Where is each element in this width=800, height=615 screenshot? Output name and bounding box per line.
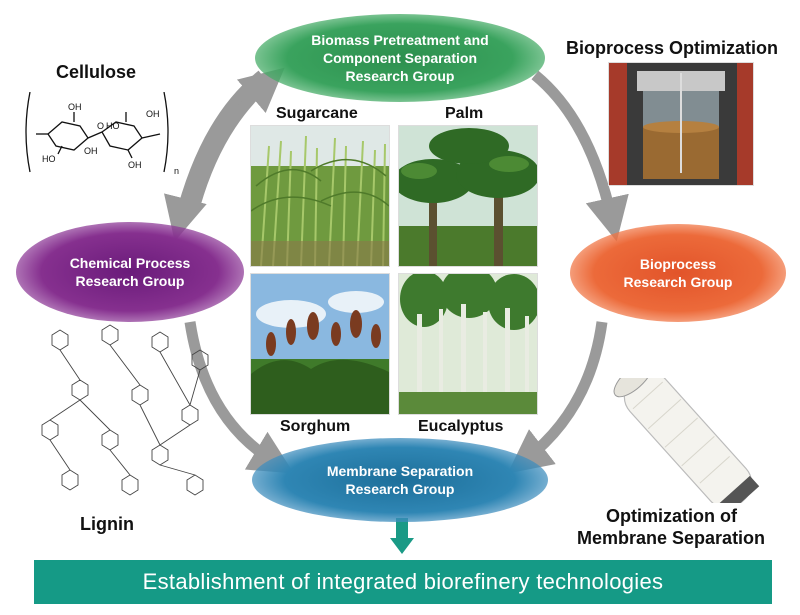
sugarcane-label: Sugarcane	[276, 105, 358, 122]
sorghum-photo	[250, 273, 390, 415]
membrane-group-line2: Research Group	[345, 481, 455, 497]
biomass-group-line1: Biomass Pretreatment and	[311, 32, 489, 48]
biomass-research-group: Biomass Pretreatment and Component Separ…	[255, 14, 545, 102]
palm-photo	[398, 125, 538, 267]
cellulose-title: Cellulose	[56, 62, 137, 82]
cellulose-oh-3: OH	[128, 160, 142, 170]
membrane-separation-research-group: Membrane Separation Research Group	[252, 438, 548, 522]
membrane-group-line1: Membrane Separation	[326, 463, 474, 479]
arrow-chemical-to-biomass	[189, 67, 285, 207]
cellulose-structure: OH HO O HO OH OH OH n	[25, 92, 179, 176]
eucalyptus-label: Eucalyptus	[418, 418, 504, 435]
sorghum-label: Sorghum	[280, 418, 351, 435]
arrow-biomass-to-bioprocess	[531, 70, 629, 242]
chemical-group-line1: Chemical Process	[69, 255, 191, 271]
arrow-chemical-to-membrane	[184, 321, 294, 474]
biorefinery-banner: Establishment of integrated biorefinery …	[34, 560, 772, 604]
cellulose-oh-2: OH	[146, 109, 160, 119]
biomass-group-line2: Component Separation	[322, 50, 477, 66]
bioprocess-group-line1: Bioprocess	[639, 256, 717, 272]
sugarcane-photo	[250, 125, 390, 267]
cellulose-oh-1: OH	[68, 102, 82, 112]
membrane-optimization-title-line1: Optimization of	[606, 506, 737, 526]
cellulose-ho-1: HO	[42, 154, 56, 164]
cellulose-ho-2: HO	[106, 121, 120, 131]
cellulose-n: n	[174, 166, 179, 176]
membrane-optimization-title-line2: Membrane Separation	[577, 528, 766, 548]
bioprocess-group-line2: Research Group	[623, 274, 733, 290]
palm-label: Palm	[445, 105, 484, 122]
bioreactor-photo	[608, 62, 754, 186]
membrane-module-photo	[613, 378, 760, 503]
biomass-group-line3: Research Group	[345, 68, 455, 84]
bioprocess-optimization-title: Bioprocess Optimization	[566, 38, 779, 58]
arrow-bioprocess-to-membrane	[507, 321, 608, 474]
cellulose-o-1: O	[97, 121, 104, 131]
lignin-structure	[41, 324, 209, 496]
lignin-title: Lignin	[80, 514, 134, 534]
eucalyptus-photo	[398, 273, 538, 415]
chemical-process-research-group: Chemical Process Research Group	[16, 222, 244, 322]
chemical-group-line2: Research Group	[75, 273, 185, 289]
cellulose-oh-4: OH	[84, 146, 98, 156]
bioprocess-research-group: Bioprocess Research Group	[570, 224, 786, 322]
